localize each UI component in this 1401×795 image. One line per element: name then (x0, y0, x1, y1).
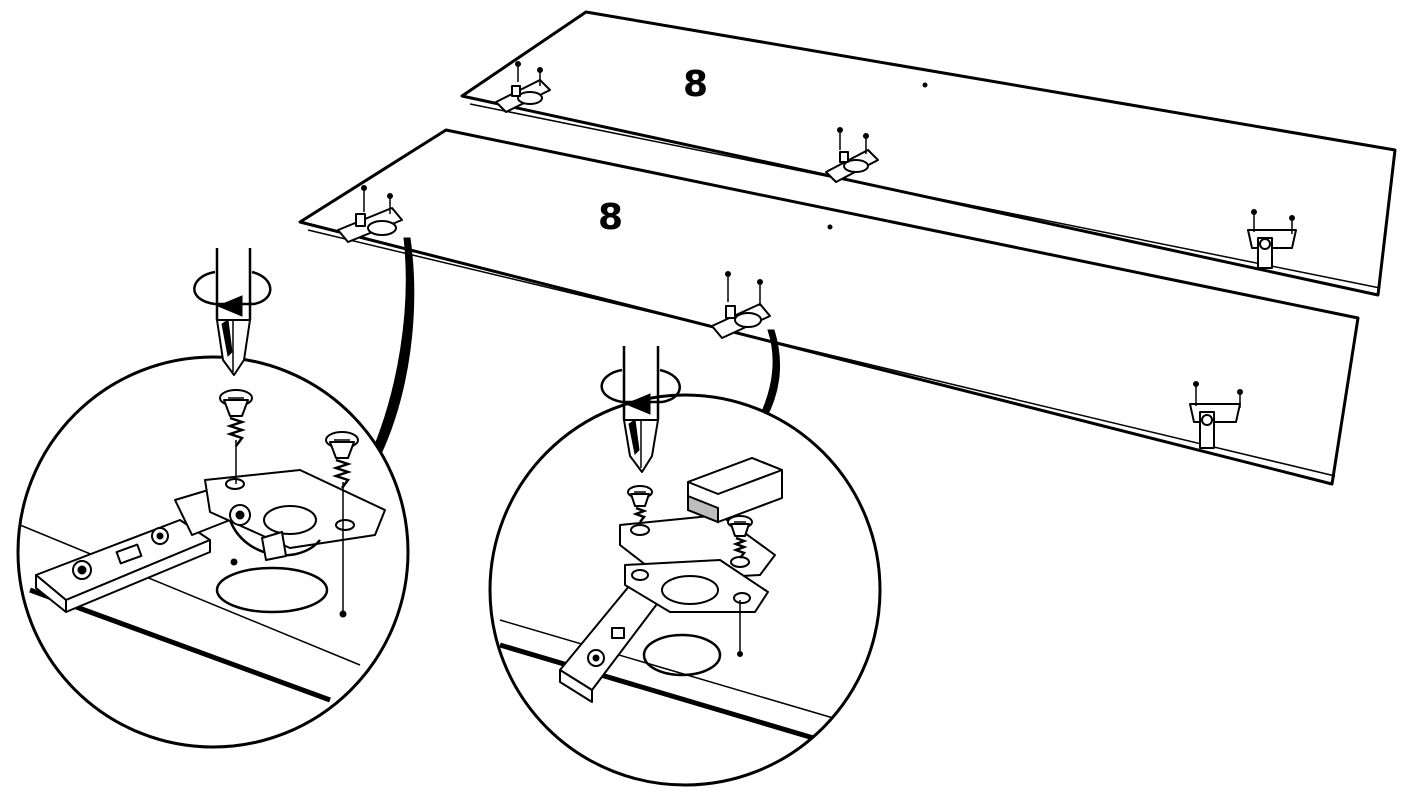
panel-top: 8 (460, 10, 1397, 297)
rotation-arrow-left-icon (193, 270, 272, 317)
screwdriver-left (215, 248, 252, 376)
hinge-top-2 (825, 127, 879, 183)
panel-front-label: 8 (598, 197, 623, 238)
screw-right-2 (727, 515, 753, 559)
screw-right-1 (627, 485, 653, 523)
detail-left-circle (16, 355, 410, 749)
panel-top-label: 8 (683, 64, 708, 105)
panel-front: 8 (298, 128, 1360, 486)
screw-left-1 (219, 389, 253, 447)
hinge-front-1 (337, 185, 403, 243)
detail-left (16, 248, 410, 749)
hinge-cup-hole (215, 566, 329, 614)
screwdriver-right (622, 346, 660, 473)
callout-leader-right (759, 329, 781, 419)
rotation-arrow-right-icon (600, 368, 681, 415)
hinge-left (35, 469, 386, 613)
hinge-top-3 (1247, 209, 1297, 269)
hinge-front-2 (711, 271, 771, 339)
hinge-cup-hole-right (642, 633, 722, 677)
screw-left-2 (325, 431, 359, 489)
detail-right (488, 346, 882, 787)
hinge-front-3 (1189, 381, 1243, 449)
callout-leader-left (371, 237, 415, 457)
hinge-top-1 (495, 61, 551, 113)
